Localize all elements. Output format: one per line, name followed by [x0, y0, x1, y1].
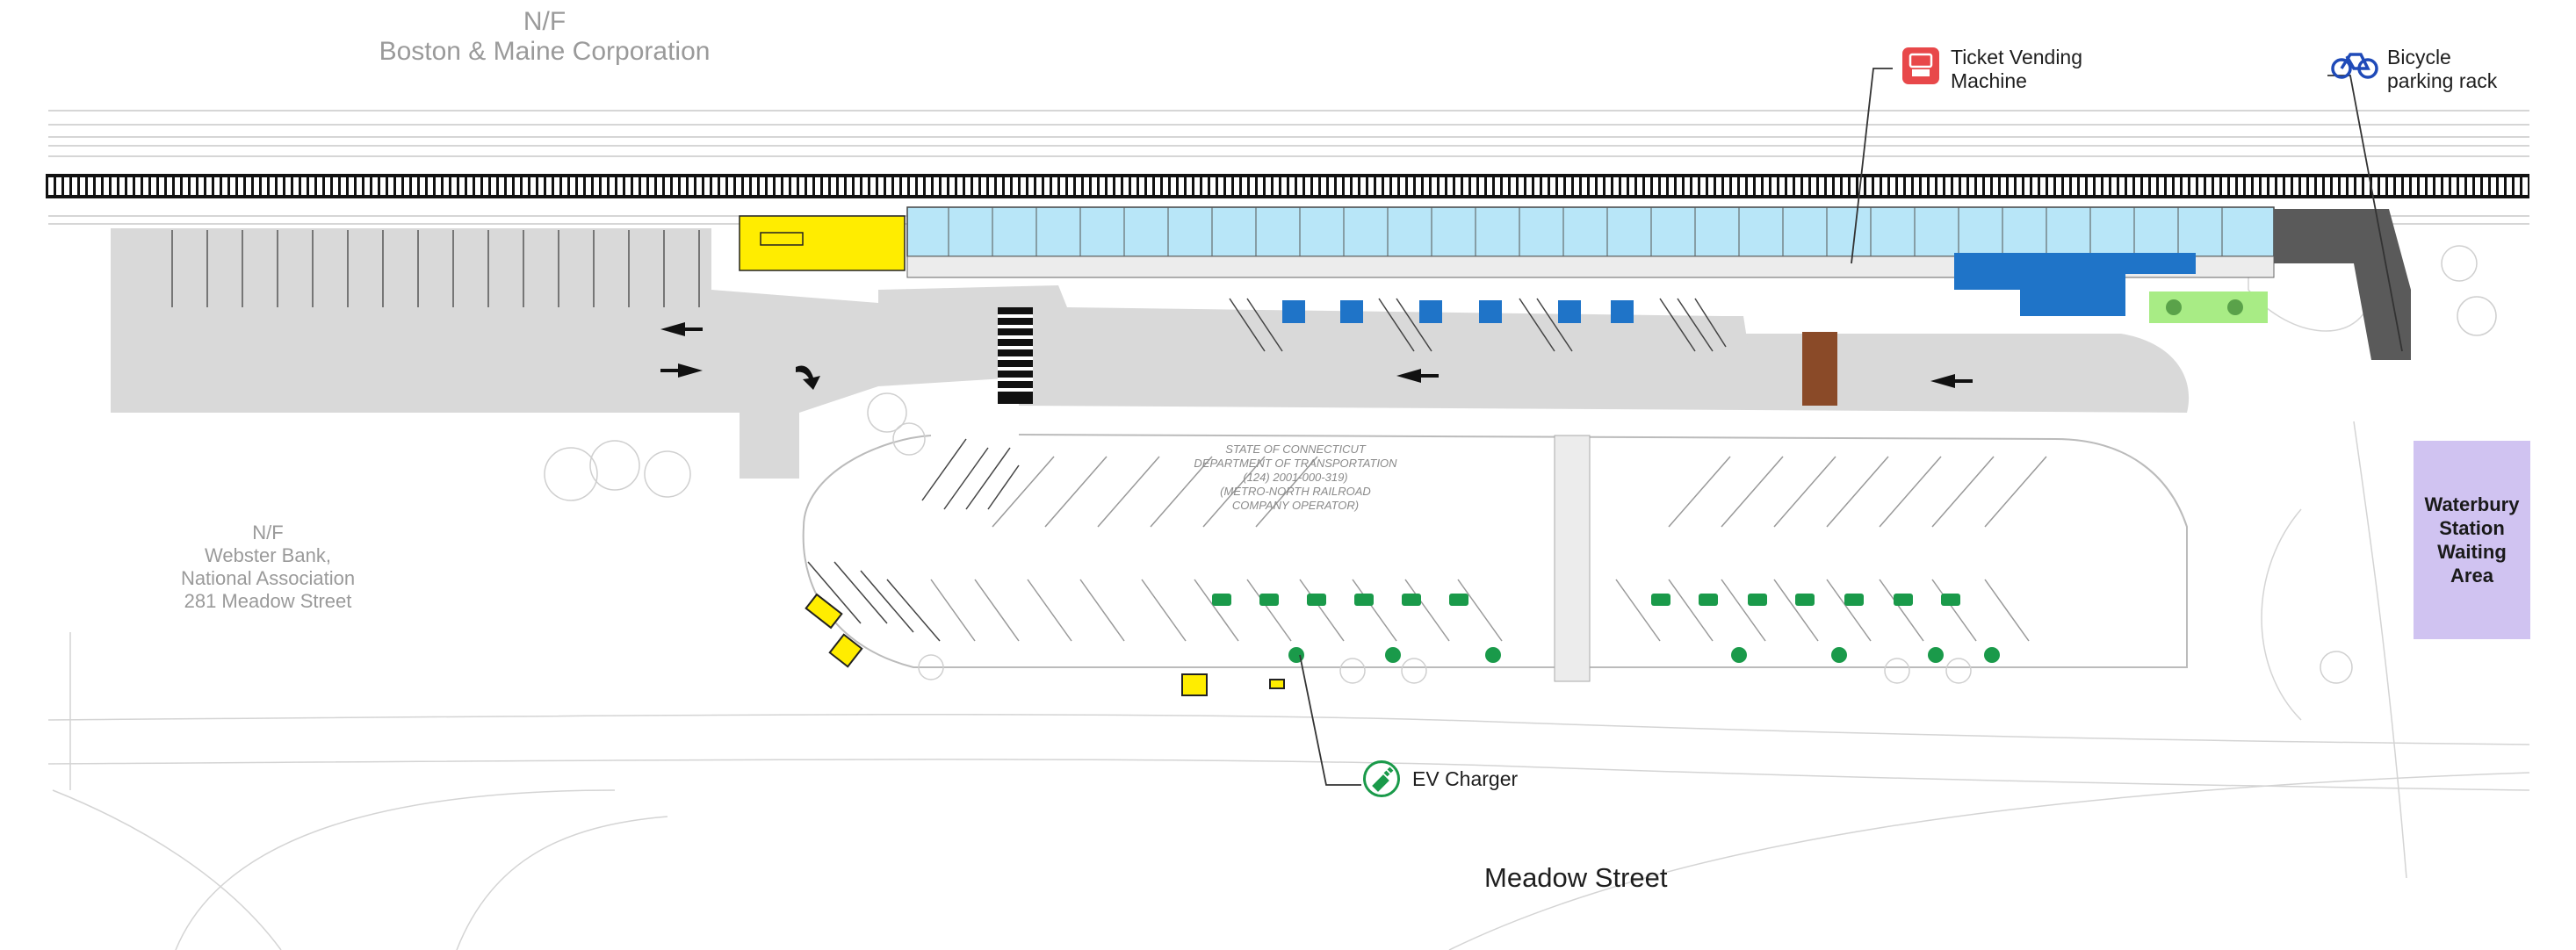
canopy-bays — [948, 207, 2223, 256]
ev-charger-dot — [1385, 647, 1401, 663]
bus-shelter — [739, 215, 906, 271]
north-parcel-name: Boston & Maine Corporation — [379, 37, 711, 66]
ev-charger-dot — [1928, 647, 1944, 663]
ada-stall-icon — [1611, 300, 1634, 323]
state-parcel-label: STATE OF CONNECTICUT DEPARTMENT OF TRANS… — [1177, 443, 1414, 513]
ev-car-icon — [1748, 594, 1767, 606]
ada-stall-icon — [1340, 300, 1363, 323]
station-building — [1954, 253, 2196, 316]
ticket-vending-label-line2: Machine — [1951, 69, 2027, 92]
west-parcel-label: N/F Webster Bank, National Association 2… — [149, 522, 386, 613]
west-parcel-address: 281 Meadow Street — [184, 590, 352, 612]
arrow-left-icon — [660, 322, 703, 336]
ev-car-icon — [1259, 594, 1279, 606]
ev-car-icon — [1449, 594, 1468, 606]
ev-car-icon — [1699, 594, 1718, 606]
ada-stall-icon — [1282, 300, 1305, 323]
waiting-area-label: Waterbury Station Waiting Area — [2424, 493, 2520, 587]
state-parcel-line5: COMPANY OPERATOR) — [1231, 499, 1360, 512]
west-parcel-line2: National Association — [180, 567, 356, 589]
ada-stall-icon — [1558, 300, 1581, 323]
ev-car-icon — [1402, 594, 1421, 606]
ev-car-icon — [1844, 594, 1864, 606]
bicycle-icon — [2331, 49, 2378, 79]
bicycle-label-line2: parking rack — [2387, 69, 2498, 92]
background-linework — [47, 222, 2530, 950]
ada-stall-icon — [1479, 300, 1502, 323]
ev-charger-label: EV Charger — [1412, 767, 1519, 790]
bicycle-label-line1: Bicycle — [2387, 46, 2451, 68]
hatched-no-parking — [807, 298, 1727, 642]
ev-charger-dot — [1831, 647, 1847, 663]
traffic-arrows — [660, 322, 1973, 390]
west-parcel-status: N/F — [252, 522, 284, 543]
ev-charger-dot — [1288, 647, 1304, 663]
ev-charger-dot — [1731, 647, 1747, 663]
north-parcel-status: N/F — [523, 7, 566, 36]
bus-shelter-bench — [760, 232, 804, 246]
ev-charger-dot — [1485, 647, 1501, 663]
retaining-wall — [2274, 209, 2411, 360]
turn-arrow-icon — [796, 365, 820, 390]
ev-car-icon — [1307, 594, 1326, 606]
ev-charger-dot — [1984, 647, 2000, 663]
platform-canopy — [906, 206, 2275, 257]
state-parcel-line1: STATE OF CONNECTICUT — [1225, 443, 1366, 456]
ev-car-icon — [1212, 594, 1231, 606]
ev-car-icon — [1941, 594, 1960, 606]
trees — [544, 245, 2497, 684]
site-fixtures — [805, 593, 1285, 696]
railroad-track — [46, 174, 2529, 198]
bus-loop-pavement — [878, 285, 2190, 413]
ticket-vending-icon — [1902, 47, 1939, 84]
state-parcel-line2: DEPARTMENT OF TRANSPORTATION — [1194, 457, 1397, 470]
ev-car-icon — [1894, 594, 1913, 606]
accessible-stalls — [1282, 300, 1634, 323]
crosswalk — [998, 307, 1033, 404]
ev-plug-icon — [1363, 760, 1400, 797]
ev-car-icon — [1651, 594, 1670, 606]
south-lot-stalls — [930, 456, 2047, 642]
waiting-area[interactable]: Waterbury Station Waiting Area — [2414, 441, 2530, 639]
west-parcel-name: Webster Bank, — [205, 544, 331, 566]
arrow-left-icon — [1930, 374, 1973, 388]
pedestrian-walk — [1554, 435, 1591, 682]
ticket-vending-label-line1: Ticket Vending — [1951, 46, 2083, 68]
ev-car-icon — [1795, 594, 1815, 606]
west-lot-stalls — [171, 230, 700, 307]
brick-walkway — [1802, 332, 1837, 406]
west-parking-lot — [111, 228, 878, 479]
state-parcel-line4: (METRO-NORTH RAILROAD — [1220, 485, 1371, 498]
ev-car-icon — [1354, 594, 1374, 606]
arrow-left-icon — [1396, 369, 1439, 383]
ev-stalls — [1212, 594, 2000, 663]
north-parcel-label: N/F Boston & Maine Corporation — [360, 7, 729, 67]
arrow-right-icon — [660, 363, 703, 378]
south-lot-outline — [802, 434, 2188, 668]
street-name: Meadow Street — [1484, 862, 1668, 893]
ada-stall-icon — [1419, 300, 1442, 323]
state-parcel-line3: (124) 2001-000-319) — [1243, 471, 1348, 484]
